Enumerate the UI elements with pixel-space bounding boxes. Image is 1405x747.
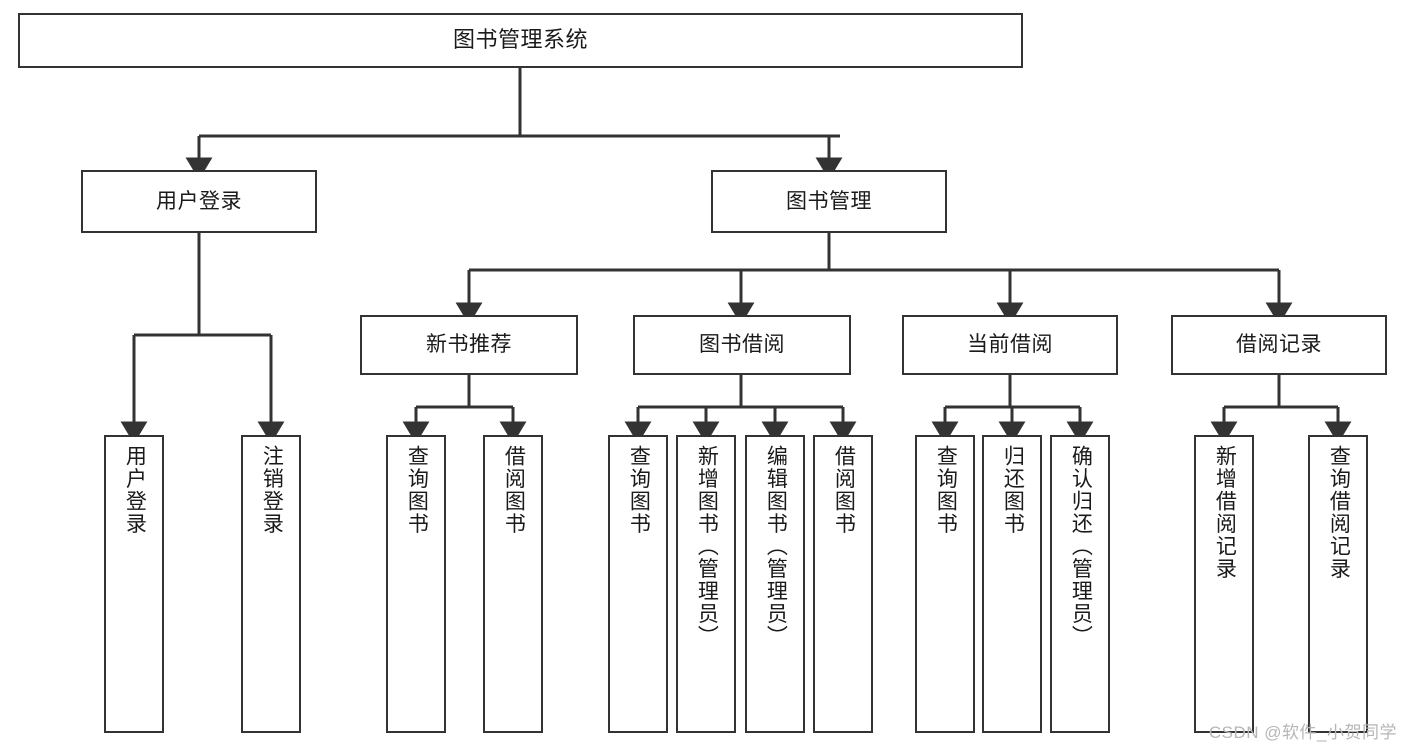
node-label: 图书管理系统 — [452, 27, 588, 53]
node-root-book-management-system[interactable]: 图书管理系统 — [18, 13, 1023, 68]
node-book-borrow[interactable]: 图书借阅 — [633, 315, 851, 375]
node-label: 新书推荐 — [426, 333, 512, 357]
node-label: 图书管理 — [786, 189, 872, 213]
node-book-management[interactable]: 图书管理 — [711, 170, 947, 233]
node-label: 新增图书（管理员） — [695, 445, 719, 648]
node-label: 编辑图书（管理员） — [764, 445, 788, 648]
node-leaf-query-book-recommend[interactable]: 查询图书 — [386, 435, 446, 733]
node-label: 借阅图书 — [502, 445, 526, 535]
node-leaf-user-login[interactable]: 用户登录 — [104, 435, 164, 733]
node-label: 查询借阅记录 — [1327, 445, 1351, 580]
node-label: 图书借阅 — [699, 333, 785, 357]
node-label: 查询图书 — [405, 445, 429, 535]
node-leaf-return-book[interactable]: 归还图书 — [982, 435, 1042, 733]
node-label: 新增借阅记录 — [1213, 445, 1237, 580]
node-label: 借阅图书 — [832, 445, 856, 535]
node-leaf-confirm-return-admin[interactable]: 确认归还（管理员） — [1050, 435, 1110, 733]
node-new-book-recommend[interactable]: 新书推荐 — [360, 315, 578, 375]
node-label: 查询图书 — [934, 445, 958, 535]
node-leaf-edit-book-admin[interactable]: 编辑图书（管理员） — [745, 435, 805, 733]
node-current-borrow[interactable]: 当前借阅 — [902, 315, 1118, 375]
node-leaf-add-borrow-record[interactable]: 新增借阅记录 — [1194, 435, 1254, 733]
node-leaf-borrow-book[interactable]: 借阅图书 — [813, 435, 873, 733]
node-leaf-borrow-book-recommend[interactable]: 借阅图书 — [483, 435, 543, 733]
node-label: 借阅记录 — [1236, 333, 1322, 357]
node-leaf-query-book-current[interactable]: 查询图书 — [915, 435, 975, 733]
node-user-login[interactable]: 用户登录 — [81, 170, 317, 233]
node-label: 确认归还（管理员） — [1069, 445, 1093, 648]
node-leaf-add-book-admin[interactable]: 新增图书（管理员） — [676, 435, 736, 733]
node-leaf-user-logout[interactable]: 注销登录 — [241, 435, 301, 733]
node-borrow-record[interactable]: 借阅记录 — [1171, 315, 1387, 375]
node-leaf-query-borrow-record[interactable]: 查询借阅记录 — [1308, 435, 1368, 733]
node-label: 用户登录 — [156, 189, 242, 213]
node-label: 归还图书 — [1001, 445, 1025, 535]
node-label: 查询图书 — [627, 445, 651, 535]
node-leaf-query-book[interactable]: 查询图书 — [608, 435, 668, 733]
node-label: 注销登录 — [260, 445, 284, 535]
node-label: 用户登录 — [123, 445, 147, 535]
node-label: 当前借阅 — [967, 333, 1053, 357]
watermark-text: CSDN @软件_小贺同学 — [1208, 723, 1397, 742]
